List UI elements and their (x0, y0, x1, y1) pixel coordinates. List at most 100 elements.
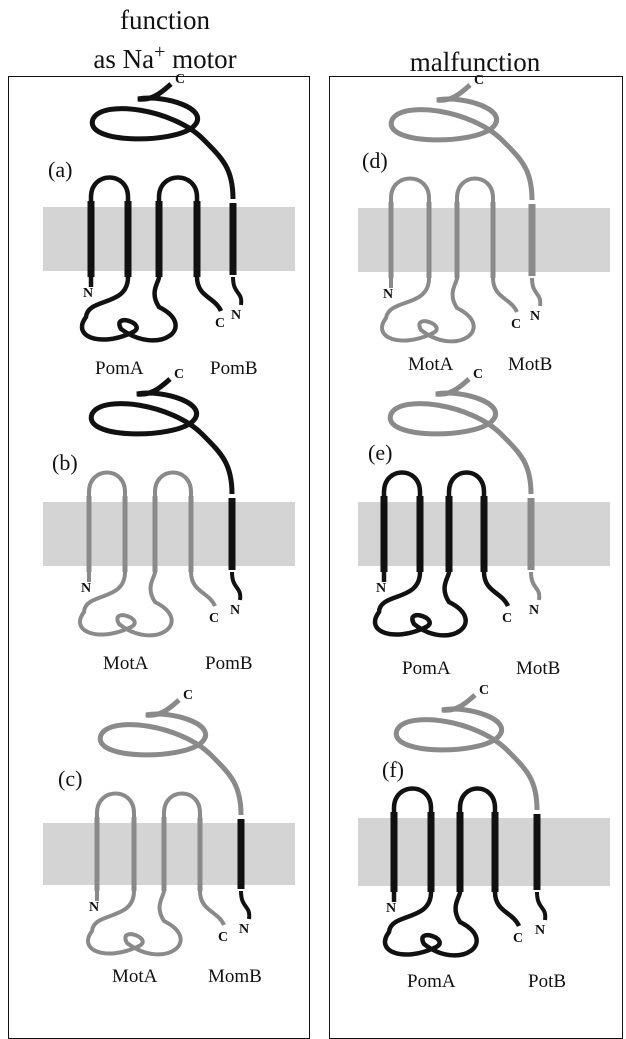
motor-a-loop1-e (384, 473, 420, 507)
motor-a-helix4-d (491, 202, 496, 278)
motor-b-helix-a (230, 203, 237, 275)
c-terminus-a-e: C (502, 611, 512, 626)
n-terminus-b-d: N (530, 309, 540, 324)
c-terminus-a-b: C (209, 611, 219, 626)
c-terminus-b-e: C (473, 367, 483, 382)
motor-b-n-tail-d (532, 278, 540, 306)
motor-a-helix1-b (87, 496, 92, 572)
motor-b-helix-c (238, 819, 245, 889)
motor-b-n-tail-b (232, 572, 240, 600)
motor-a-helix3-e (446, 496, 453, 572)
membrane-band-c (43, 823, 295, 885)
motor-b-n-tail-c (241, 891, 249, 919)
motor-a-helix4-f (492, 812, 499, 892)
motor-a-helix3-b (153, 496, 158, 572)
protein-name-b-right: PomB (205, 653, 253, 675)
panel-label-e: (e) (368, 440, 392, 466)
protein-name-e-right: MotB (516, 658, 560, 680)
motor-b-helix-b (229, 498, 236, 570)
motor-a-helix1-a (88, 201, 95, 277)
motor-a-c-tail-a (197, 277, 221, 311)
n-terminus-b-f: N (535, 923, 545, 938)
protein-name-b-left: MotA (103, 653, 148, 675)
motor-a-helix4-c (198, 817, 203, 891)
motor-a-loop2-a (159, 178, 197, 212)
protein-name-c-right: MomB (208, 966, 262, 988)
n-terminus-a-c: N (89, 900, 99, 915)
n-terminus-b-a: N (231, 308, 241, 323)
motor-a-helix3-a (156, 201, 163, 277)
panel-label-a: (a) (48, 157, 72, 183)
motor-a-helix1-e (381, 496, 388, 572)
motor-a-cyto-loop-d (382, 278, 474, 341)
motor-a-cyto-loop-b (80, 572, 172, 635)
protein-name-e-left: PomA (402, 658, 451, 680)
protein-name-f-right: PotB (528, 971, 566, 993)
motor-a-c-tail-d (493, 278, 517, 312)
motor-a-c-tail-e (484, 572, 508, 606)
c-terminus-a-a: C (215, 316, 225, 331)
n-terminus-a-e: N (376, 581, 386, 596)
motor-a-loop2-d (457, 179, 493, 213)
motor-b-helix-f (534, 814, 541, 890)
motor-a-helix1-f (391, 812, 398, 892)
panel-label-b: (b) (52, 450, 78, 476)
motor-a-loop2-b (155, 473, 191, 507)
motor-a-helix2-e (417, 496, 424, 572)
n-terminus-b-b: N (230, 603, 240, 618)
c-terminus-a-f: C (513, 931, 523, 946)
c-terminus-b-c: C (183, 688, 193, 703)
panel-label-f: (f) (382, 757, 404, 783)
protein-name-a-right: PomB (210, 358, 258, 380)
motor-a-loop1-f (394, 789, 431, 823)
motor-a-c-tail-b (191, 572, 215, 606)
panel-label-d: (d) (362, 148, 388, 174)
motor-a-cyto-loop-a (82, 277, 176, 340)
motor-a-loop2-e (449, 473, 484, 507)
motor-b-n-tail-f (537, 892, 545, 920)
motor-a-loop1-d (391, 179, 429, 213)
motor-a-cyto-loop-e (375, 572, 466, 635)
membrane-band-d (358, 208, 610, 272)
n-terminus-b-c: N (239, 922, 249, 937)
protein-name-d-left: MotA (408, 354, 453, 376)
n-terminus-a-b: N (81, 581, 91, 596)
c-terminus-a-d: C (511, 317, 521, 332)
motor-a-helix1-d (389, 202, 394, 278)
motor-a-c-tail-c (200, 891, 224, 925)
c-terminus-b-d: C (474, 73, 484, 88)
motor-a-helix2-c (132, 817, 137, 891)
n-terminus-a-f: N (386, 901, 396, 916)
motor-a-helix1-c (95, 817, 100, 891)
motor-a-loop1-c (97, 794, 134, 828)
n-terminus-b-e: N (529, 603, 539, 618)
c-terminus-b-b: C (174, 367, 184, 382)
motor-b-n-tail-a (233, 277, 241, 305)
protein-name-c-left: MotA (112, 966, 157, 988)
n-terminus-a-d: N (383, 287, 393, 302)
membrane-band-b (43, 502, 295, 566)
membrane-band-a (43, 207, 295, 271)
motor-a-loop1-a (91, 178, 128, 212)
motor-a-helix2-a (125, 201, 132, 277)
motor-a-c-tail-f (495, 892, 519, 926)
motor-a-loop1-b (89, 473, 125, 507)
c-terminus-b-a: C (175, 72, 185, 87)
motor-a-helix2-f (428, 812, 435, 892)
motor-a-helix4-e (481, 496, 488, 572)
motor-a-helix3-c (162, 817, 167, 891)
motor-a-helix2-b (123, 496, 128, 572)
motor-a-helix3-d (455, 202, 460, 278)
c-terminus-a-c: C (218, 930, 228, 945)
motor-a-cyto-loop-f (385, 892, 477, 955)
motor-a-helix4-a (194, 201, 201, 277)
panel-label-c: (c) (58, 766, 82, 792)
motor-a-loop2-c (164, 794, 200, 828)
motor-a-helix4-b (189, 496, 194, 572)
motor-a-loop2-f (460, 789, 495, 823)
motor-b-helix-d (529, 204, 536, 276)
protein-name-d-right: MotB (508, 354, 552, 376)
protein-name-a-left: PomA (95, 358, 144, 380)
c-terminus-b-f: C (479, 683, 489, 698)
